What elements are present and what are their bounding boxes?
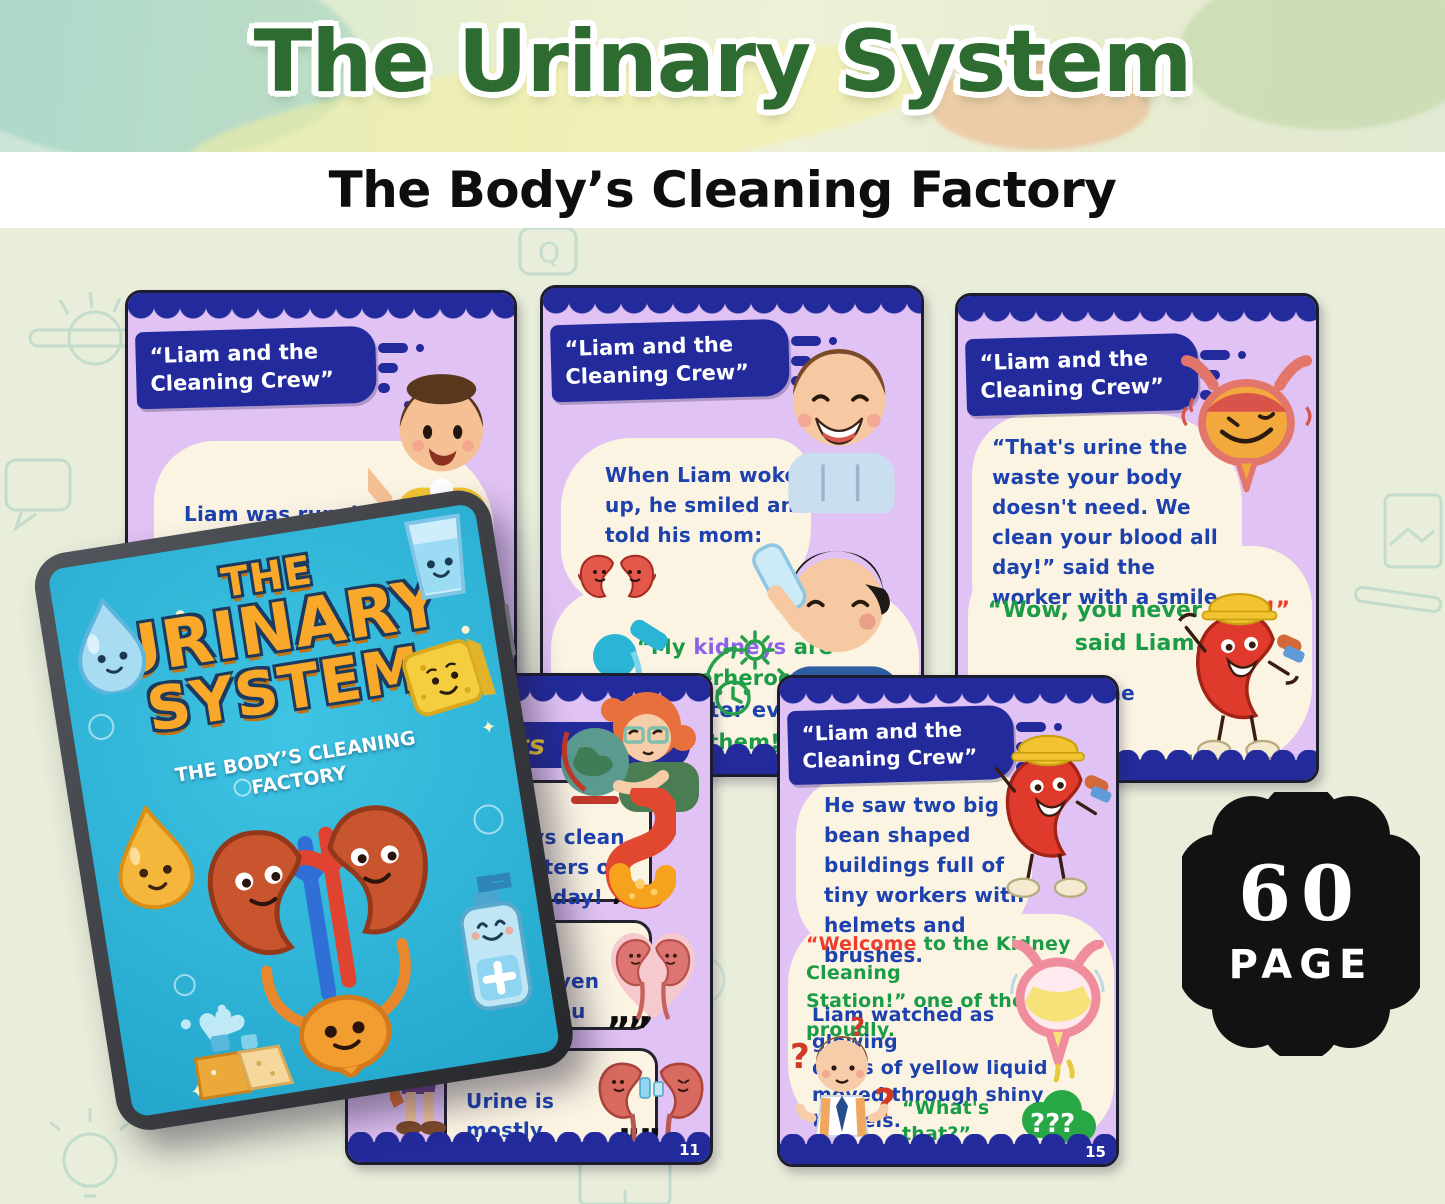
stomach-icon bbox=[605, 788, 676, 909]
story-ribbon-title: “Liam and the Cleaning Crew” bbox=[787, 704, 1015, 786]
story-card-4: “Liam and the Cleaning Crew” He saw two … bbox=[777, 675, 1119, 1167]
story-ribbon-title: “Liam and the Cleaning Crew” bbox=[134, 325, 378, 410]
story-quote: “Welcome to the Kidney Cleaning Station!… bbox=[806, 933, 1097, 1041]
boy-smiling-character bbox=[788, 348, 895, 513]
watercolor-orange bbox=[930, 60, 1150, 150]
sponge-character bbox=[402, 638, 496, 717]
card-top-scallop bbox=[543, 288, 921, 315]
page-title: The Urinary System bbox=[253, 12, 1193, 112]
tablet-screen-cover: ✦ ✦ ✦ ✦ THE URINARY SYSTEM THE BODY’S CL… bbox=[47, 502, 561, 1118]
card-top-scallop bbox=[780, 678, 1116, 705]
svg-text:?: ? bbox=[790, 1037, 810, 1077]
svg-text:?: ? bbox=[850, 1013, 865, 1043]
page-number: 11 bbox=[679, 1141, 700, 1159]
kidneys-with-vessels-illustration bbox=[207, 805, 428, 1080]
subtitle-band: The Body’s Cleaning Factory bbox=[0, 152, 1445, 228]
quote-glyph: ”” bbox=[606, 1009, 652, 1053]
hand-sanitizer-character bbox=[459, 872, 533, 1011]
badge-number: 60 bbox=[1238, 849, 1364, 938]
kidney-worker-character bbox=[994, 734, 1112, 898]
story-paragraph: When Liam woke up, he smiled and told hi… bbox=[605, 463, 810, 547]
bladder-diagram-icon bbox=[1010, 940, 1105, 1083]
story-paragraph: He saw two big bean shaped buildings ful… bbox=[824, 793, 1025, 967]
page-number: 15 bbox=[1085, 1143, 1106, 1161]
water-glass-character bbox=[403, 513, 466, 601]
water-drop-character bbox=[78, 596, 147, 696]
speech-bubble-doodle bbox=[6, 460, 70, 528]
lightbulb-doodle bbox=[50, 1108, 130, 1196]
soap-sponges-icon bbox=[180, 1004, 295, 1101]
card-footer-wave bbox=[780, 1134, 1116, 1164]
page-subtitle: The Body’s Cleaning Factory bbox=[328, 161, 1117, 219]
kidneys-in-heart-icon bbox=[611, 933, 695, 1020]
bladder-character bbox=[1180, 355, 1313, 493]
story-ribbon-title: “Liam and the Cleaning Crew” bbox=[549, 318, 791, 402]
picture-frame-doodle bbox=[1385, 495, 1441, 567]
kidney-worker-character bbox=[1178, 592, 1305, 761]
q-bubble-doodle: Q bbox=[520, 228, 576, 274]
svg-text:Q: Q bbox=[538, 236, 560, 269]
urine-drop-character bbox=[118, 804, 195, 910]
tablet-mockup: ✦ ✦ ✦ ✦ THE URINARY SYSTEM THE BODY’S CL… bbox=[30, 485, 578, 1135]
kidney-pair-characters bbox=[578, 554, 656, 598]
pencil-doodle bbox=[1355, 587, 1442, 613]
card-top-scallop bbox=[958, 296, 1316, 323]
story-ribbon-title: “Liam and the Cleaning Crew” bbox=[964, 332, 1200, 416]
story-paragraph: “That's urine the waste your body doesn'… bbox=[992, 435, 1226, 609]
badge-label: PAGE bbox=[1229, 942, 1374, 988]
card-top-scallop bbox=[128, 293, 514, 320]
card-footer-wave bbox=[348, 1132, 710, 1162]
pencil-hand-doodle bbox=[30, 292, 150, 364]
boy-confused-character: ? ? ? bbox=[790, 1013, 896, 1137]
header-band: The Urinary System bbox=[0, 0, 1445, 152]
page-count-badge: 60 PAGE bbox=[1182, 792, 1420, 1056]
